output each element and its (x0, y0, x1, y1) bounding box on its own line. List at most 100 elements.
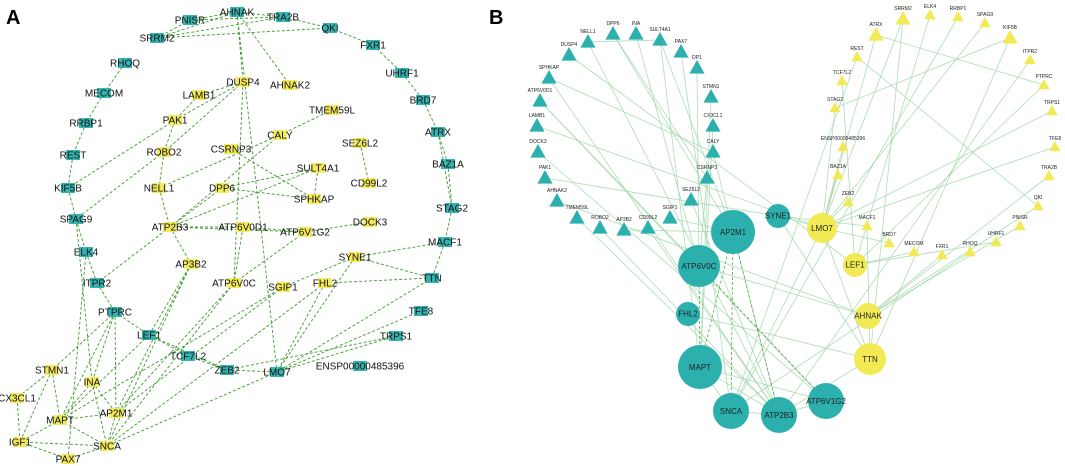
node-a-mapt[interactable]: MAPT (46, 415, 74, 427)
node-b-circle-mapt[interactable]: MAPT (678, 345, 722, 389)
node-a-csrnp3[interactable]: CSRNP3 (211, 144, 252, 156)
node-b-dusp4[interactable]: DUSP4 (561, 42, 578, 61)
node-a-qki[interactable]: QKI (321, 23, 339, 35)
node-a-spag9[interactable]: SPAG9 (60, 214, 93, 226)
node-b-fxr1[interactable]: FXR1 (936, 244, 949, 260)
node-a-rhoq[interactable]: RHOQ (110, 58, 140, 70)
node-b-dp1[interactable]: DP1 (689, 55, 705, 74)
node-b-sphkap[interactable]: SPHKAP (539, 65, 560, 84)
node-b-uhrf1[interactable]: UHRF1 (988, 231, 1005, 247)
node-a-cd99l2[interactable]: CD99L2 (351, 178, 388, 190)
node-b-circle-atp6v0c[interactable]: ATP6V0C (678, 245, 720, 287)
node-a-syne1[interactable]: SYNE1 (339, 252, 372, 264)
node-a-sgip1[interactable]: SGIP1 (268, 282, 298, 294)
node-b-dock3[interactable]: DOCK3 (529, 139, 547, 158)
node-a-sphkap[interactable]: SPHKAP (294, 194, 335, 206)
node-b-circle-ttn[interactable]: TTN (854, 343, 886, 375)
node-a-ttn[interactable]: TTN (422, 273, 442, 285)
node-b-baz1a[interactable]: BAZ1A (830, 164, 847, 180)
node-b-ahnak2[interactable]: AHNAK2 (547, 188, 567, 207)
node-a-macf1[interactable]: MACF1 (428, 237, 462, 249)
node-a-stag2[interactable]: STAG2 (436, 203, 468, 215)
node-a-sult4a1[interactable]: SULT4A1 (297, 163, 340, 175)
node-a-stmn1[interactable]: STMN1 (35, 365, 69, 377)
node-b-ptprc[interactable]: PTPRC (1036, 74, 1053, 90)
node-b-trps1[interactable]: TRPS1 (1044, 100, 1060, 116)
node-a-baz1a[interactable]: BAZ1A (432, 159, 464, 171)
node-b-ina[interactable]: INA (628, 21, 644, 40)
node-b-tcf7l2[interactable]: TCF7L2 (833, 70, 851, 86)
node-b-rhoq[interactable]: RHOQ (963, 241, 978, 257)
node-b-circle-fhl2[interactable]: FHL2 (676, 302, 700, 326)
node-a-fhl2[interactable]: FHL2 (313, 278, 338, 290)
node-a-ina[interactable]: INA (84, 377, 101, 389)
node-b-circle-lmo7[interactable]: LMO7 (807, 213, 837, 243)
node-b-circle-atp6v1g2[interactable]: ATP6V1G2 (806, 383, 846, 419)
node-a-ptprc[interactable]: PTPRC (98, 307, 132, 319)
node-a-pak1[interactable]: PAK1 (163, 115, 188, 127)
node-a-atp6v0d1[interactable]: ATP6V0D1 (218, 222, 268, 234)
node-b-nell1[interactable]: NELL1 (580, 29, 596, 48)
node-b-stag2[interactable]: STAG2 (827, 97, 843, 113)
node-b-kif5b[interactable]: KIF5B (1002, 25, 1018, 44)
node-a-atp6v0c[interactable]: ATP6V0C (212, 278, 256, 290)
node-b-pak1[interactable]: PAK1 (537, 165, 553, 184)
node-a-pax7[interactable]: PAX7 (56, 454, 81, 466)
node-a-pnisr[interactable]: PNISR (175, 15, 206, 27)
node-b-stmn1[interactable]: STMN1 (703, 84, 720, 103)
node-a-atp6v1g2[interactable]: ATP6V1G2 (280, 227, 330, 239)
node-a-rrbp1[interactable]: RRBP1 (69, 118, 103, 130)
node-a-lamb1[interactable]: LAMB1 (183, 90, 216, 102)
node-a-dock3[interactable]: DOCK3 (353, 217, 388, 229)
node-b-elk4[interactable]: ELK4 (924, 4, 936, 20)
node-a-sez6l2[interactable]: SEZ6L2 (342, 138, 379, 150)
node-a-robo2[interactable]: ROBO2 (146, 147, 182, 159)
node-b-rrbp1[interactable]: RRBP1 (950, 6, 967, 22)
node-a-caly[interactable]: CALY (267, 130, 293, 142)
node-a-ahnak[interactable]: AHNAK (220, 7, 255, 19)
node-a-dpp6[interactable]: DPP6 (209, 183, 236, 195)
node-a-dusp4[interactable]: DUSP4 (226, 77, 260, 89)
node-a-ap3b2[interactable]: AP3B2 (175, 259, 207, 271)
node-a-snca[interactable]: SNCA (93, 441, 121, 453)
node-b-dpp6[interactable]: DPP6 (605, 21, 621, 40)
node-a-zeb2[interactable]: ZEB2 (214, 365, 240, 377)
node-b-brd7[interactable]: BRD7 (882, 232, 896, 248)
node-a-srrm2[interactable]: SRRM2 (139, 33, 175, 45)
node-b-caly[interactable]: CALY (705, 139, 721, 158)
node-b-ensp00000485396[interactable]: ENSP00000485396 (821, 136, 865, 152)
node-b-pax7[interactable]: PAX7 (673, 39, 689, 58)
node-a-lef1[interactable]: LEF1 (137, 330, 161, 342)
node-b-sez6l2[interactable]: SEZ6L2 (682, 187, 700, 206)
node-a-atp2b3[interactable]: ATP2B3 (152, 222, 189, 234)
node-b-qki[interactable]: QKI (1032, 195, 1044, 211)
node-a-tcf7l2[interactable]: TCF7L2 (170, 351, 207, 363)
node-b-srrm2[interactable]: SRRM2 (894, 6, 912, 25)
node-a-brd7[interactable]: BRD7 (410, 95, 437, 107)
node-b-ap3b2[interactable]: AP3B2 (616, 217, 632, 236)
node-b-tra2b[interactable]: TRA2B (1041, 165, 1058, 181)
node-b-tmem59l[interactable]: TMEM59L (565, 205, 589, 224)
node-a-kif5b[interactable]: KIF5B (54, 183, 82, 195)
node-a-tra2b[interactable]: TRA2B (267, 12, 300, 24)
node-b-spag9[interactable]: SPAG9 (977, 12, 994, 28)
node-b-circle-snca[interactable]: SNCA (713, 393, 749, 429)
node-b-circle-ap2m1[interactable]: AP2M1 (711, 210, 755, 254)
node-a-ap2m1[interactable]: AP2M1 (100, 408, 133, 420)
node-a-ahnak2[interactable]: AHNAK2 (270, 80, 310, 92)
node-a-uhrf1[interactable]: UHRF1 (385, 68, 419, 80)
node-b-circle-lef1[interactable]: LEF1 (843, 253, 867, 277)
node-b-zeb2[interactable]: ZEB2 (842, 191, 855, 207)
node-b-cd99l2[interactable]: CD99L2 (639, 215, 658, 234)
node-a-itpr2[interactable]: ITPR2 (83, 278, 112, 290)
node-a-lmo7[interactable]: LMO7 (263, 367, 291, 379)
node-a-fxr1[interactable]: FXR1 (360, 40, 386, 52)
node-a-tfe8[interactable]: TFE8 (409, 306, 434, 318)
node-a-tmem59l[interactable]: TMEM59L (309, 105, 356, 117)
node-b-cx3cl1[interactable]: CX3CL1 (704, 113, 723, 132)
node-b-sult4a1[interactable]: SULT4A1 (649, 27, 671, 46)
node-a-elk4[interactable]: ELK4 (74, 247, 99, 259)
node-a-mecom[interactable]: MECOM (85, 88, 123, 100)
node-b-rest[interactable]: REST (850, 46, 864, 62)
node-b-circle-ahnak[interactable]: AHNAK (854, 303, 882, 329)
